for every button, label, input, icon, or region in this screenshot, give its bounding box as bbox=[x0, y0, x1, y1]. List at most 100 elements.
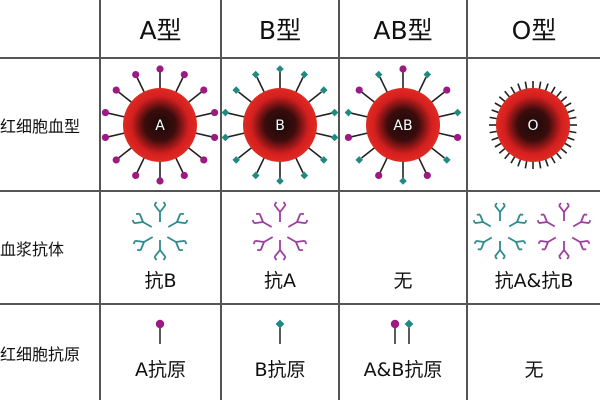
antigen-b-glyph bbox=[443, 156, 451, 164]
cell-spike bbox=[307, 91, 322, 104]
cell-spike bbox=[489, 116, 498, 120]
grid-line bbox=[0, 303, 600, 305]
antigen-a-glyph bbox=[156, 65, 164, 73]
cell-spike bbox=[498, 96, 506, 103]
antigen-marker-ab bbox=[390, 319, 414, 344]
antigen-b-glyph bbox=[221, 133, 230, 142]
antibody-glyph bbox=[537, 236, 557, 251]
cell-spike bbox=[361, 146, 376, 159]
cell-spike bbox=[524, 160, 528, 169]
antigen-b-glyph bbox=[232, 156, 240, 164]
cell-spike bbox=[568, 116, 577, 120]
cell-spike bbox=[194, 112, 212, 118]
grid-line bbox=[0, 190, 600, 192]
cell-spike bbox=[194, 132, 212, 138]
antigen-b-glyph bbox=[276, 177, 284, 185]
cell-spike bbox=[563, 142, 572, 148]
antigen-marker-b bbox=[275, 319, 285, 344]
antigen-a-glyph bbox=[132, 70, 140, 79]
red-blood-cell-a: A bbox=[101, 65, 219, 185]
cell-spike bbox=[550, 86, 556, 95]
antigen-a-glyph bbox=[132, 171, 140, 180]
antigen-marker-a bbox=[155, 319, 165, 344]
column-header-b: B型 bbox=[258, 16, 302, 45]
cell-spike bbox=[494, 102, 503, 108]
column-header-a: A型 bbox=[139, 16, 182, 45]
cell-spike bbox=[524, 81, 528, 90]
antibody-glyph bbox=[286, 236, 308, 252]
antigen-a-glyph bbox=[180, 70, 188, 79]
cell-label: A bbox=[155, 118, 165, 134]
cell-spike bbox=[228, 112, 246, 118]
antibody-glyph bbox=[167, 212, 189, 228]
antibody-glyph bbox=[153, 240, 167, 261]
antigen-a-glyph bbox=[112, 156, 120, 164]
cell-spike bbox=[544, 83, 549, 92]
cell-spike bbox=[555, 90, 562, 98]
cell-body bbox=[243, 88, 317, 162]
antibody-label-o: 抗A&抗B bbox=[494, 269, 574, 292]
antibody-glyph bbox=[572, 213, 592, 228]
antigen-b-glyph bbox=[232, 86, 240, 94]
antigen-b-glyph bbox=[300, 171, 309, 180]
cell-spike bbox=[437, 132, 455, 138]
antigen-b-glyph bbox=[300, 70, 309, 79]
antigen-b-glyph bbox=[453, 108, 462, 117]
cell-spike bbox=[550, 155, 556, 164]
cell-spike bbox=[174, 76, 184, 93]
antigen-b-glyph bbox=[320, 156, 328, 164]
cell-spike bbox=[504, 152, 511, 160]
antigen-b-glyph bbox=[399, 177, 407, 185]
antigen-a-glyph bbox=[390, 319, 400, 329]
antigen-b-glyph bbox=[330, 133, 339, 142]
cell-spike bbox=[294, 76, 304, 93]
cell-spike bbox=[379, 76, 389, 93]
cell-spike bbox=[256, 157, 266, 174]
antibody-glyph bbox=[132, 236, 154, 252]
antigen-b-glyph bbox=[330, 108, 339, 117]
antigen-label-b: B抗原 bbox=[254, 358, 306, 381]
cell-spike bbox=[256, 76, 266, 93]
antibody-glyph bbox=[251, 212, 273, 228]
antibody-cluster-anti-b bbox=[131, 201, 189, 261]
antibody-label-ab: 无 bbox=[393, 269, 413, 292]
cell-spike bbox=[560, 96, 568, 103]
antigen-a-glyph bbox=[210, 108, 219, 117]
cell-spike bbox=[568, 130, 577, 134]
antigen-b-glyph bbox=[423, 70, 432, 79]
cell-label: B bbox=[275, 118, 285, 134]
cell-spike bbox=[187, 91, 202, 104]
cell-spike bbox=[494, 142, 503, 148]
cell-spike bbox=[379, 157, 389, 174]
antibody-glyph bbox=[153, 201, 167, 222]
cell-spike bbox=[544, 158, 549, 167]
antibody-glyph bbox=[273, 240, 287, 261]
antigen-b-glyph bbox=[276, 65, 284, 73]
cell-spike bbox=[491, 136, 500, 141]
cell-spike bbox=[417, 76, 427, 93]
antibody-glyph bbox=[558, 241, 570, 260]
cell-spike bbox=[491, 109, 500, 114]
antibody-glyph bbox=[166, 236, 188, 252]
cell-spike bbox=[517, 158, 522, 167]
cell-spike bbox=[566, 109, 575, 114]
cell-spike bbox=[417, 157, 427, 174]
cell-spike bbox=[560, 147, 568, 154]
antigen-b-glyph bbox=[275, 319, 285, 329]
antigen-b-glyph bbox=[221, 108, 230, 117]
cell-spike bbox=[174, 157, 184, 174]
antigen-a-glyph bbox=[210, 133, 219, 142]
cell-label: O bbox=[527, 118, 538, 134]
column-header-o: O型 bbox=[511, 16, 557, 45]
cell-spike bbox=[430, 91, 445, 104]
antibody-label-b: 抗A bbox=[264, 269, 296, 292]
antibody-glyph bbox=[507, 236, 527, 251]
cell-spike bbox=[108, 132, 126, 138]
antigen-a-glyph bbox=[200, 86, 208, 94]
antigen-a-glyph bbox=[399, 65, 407, 73]
row-label-rbc-antigen: 红细胞抗原 bbox=[0, 344, 81, 364]
antigen-a-glyph bbox=[443, 86, 451, 94]
cell-spike bbox=[538, 81, 542, 90]
antigen-a-glyph bbox=[423, 171, 431, 180]
